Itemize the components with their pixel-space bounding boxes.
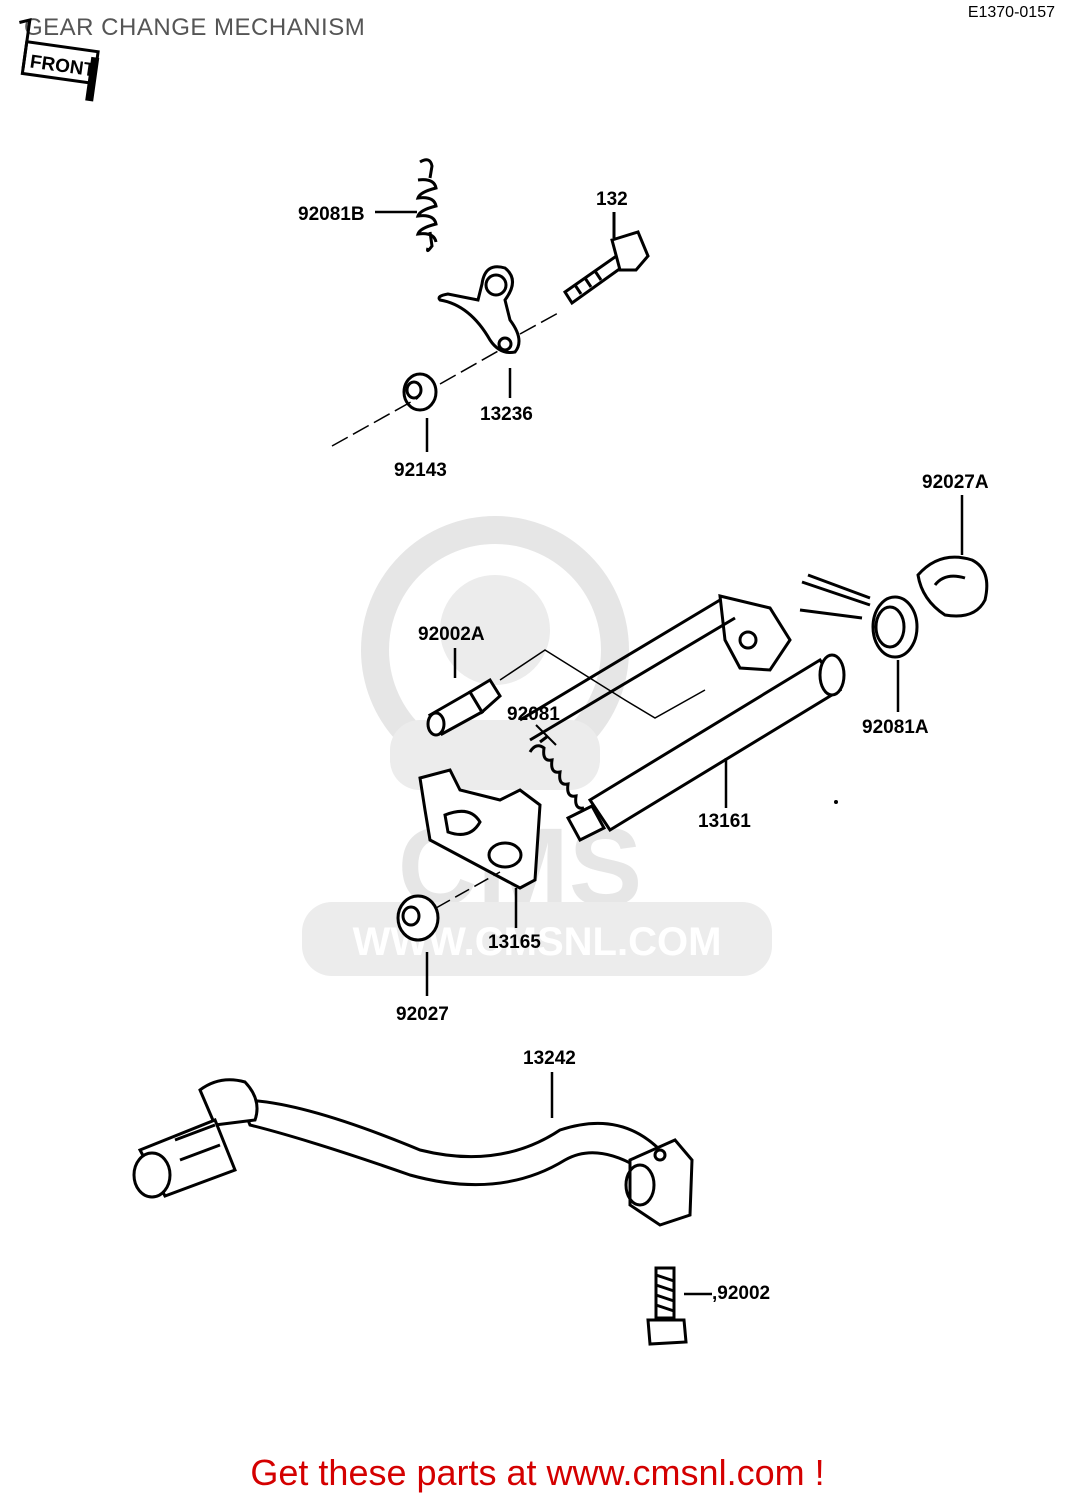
washer-92143 [402,372,438,412]
label-92027a: 92027A [922,472,989,493]
label-92002: ,92002 [712,1283,770,1304]
label-92081a: 92081A [862,717,929,738]
page-title: GEAR CHANGE MECHANISM [24,14,366,41]
front-badge: FRONT [19,17,100,102]
label-92081: 92081 [507,704,560,725]
bolt-92002 [646,1266,688,1346]
label-92002a: 92002A [418,624,485,645]
diagram-code: E1370-0157 [967,4,1055,21]
label-13165: 13165 [488,932,541,953]
label-132: 132 [596,189,628,210]
label-13236: 13236 [480,404,533,425]
spring-92081a [799,573,919,659]
shift-shaft-13161 [519,594,846,842]
label-92143: 92143 [394,460,447,481]
washer-92027 [396,894,440,942]
collar-92027a [916,555,989,618]
spring-92081b [415,158,438,253]
pin-92002a [426,677,502,737]
axis-line-top [331,311,561,447]
label-92081b: 92081B [298,204,365,225]
bolt-132 [562,212,650,306]
shift-arm-13236 [437,265,521,354]
label-13242: 13242 [523,1048,576,1069]
shift-pedal-13242 [132,1078,694,1227]
label-13161: 13161 [698,811,751,832]
label-92027: 92027 [396,1004,449,1025]
plate-13165 [418,768,542,890]
get-parts-link[interactable]: Get these parts at www.cmsnl.com ! [250,1452,825,1493]
exploded-diagram: CMS WWW.CMSNL.COM FRONT [19,17,989,1346]
